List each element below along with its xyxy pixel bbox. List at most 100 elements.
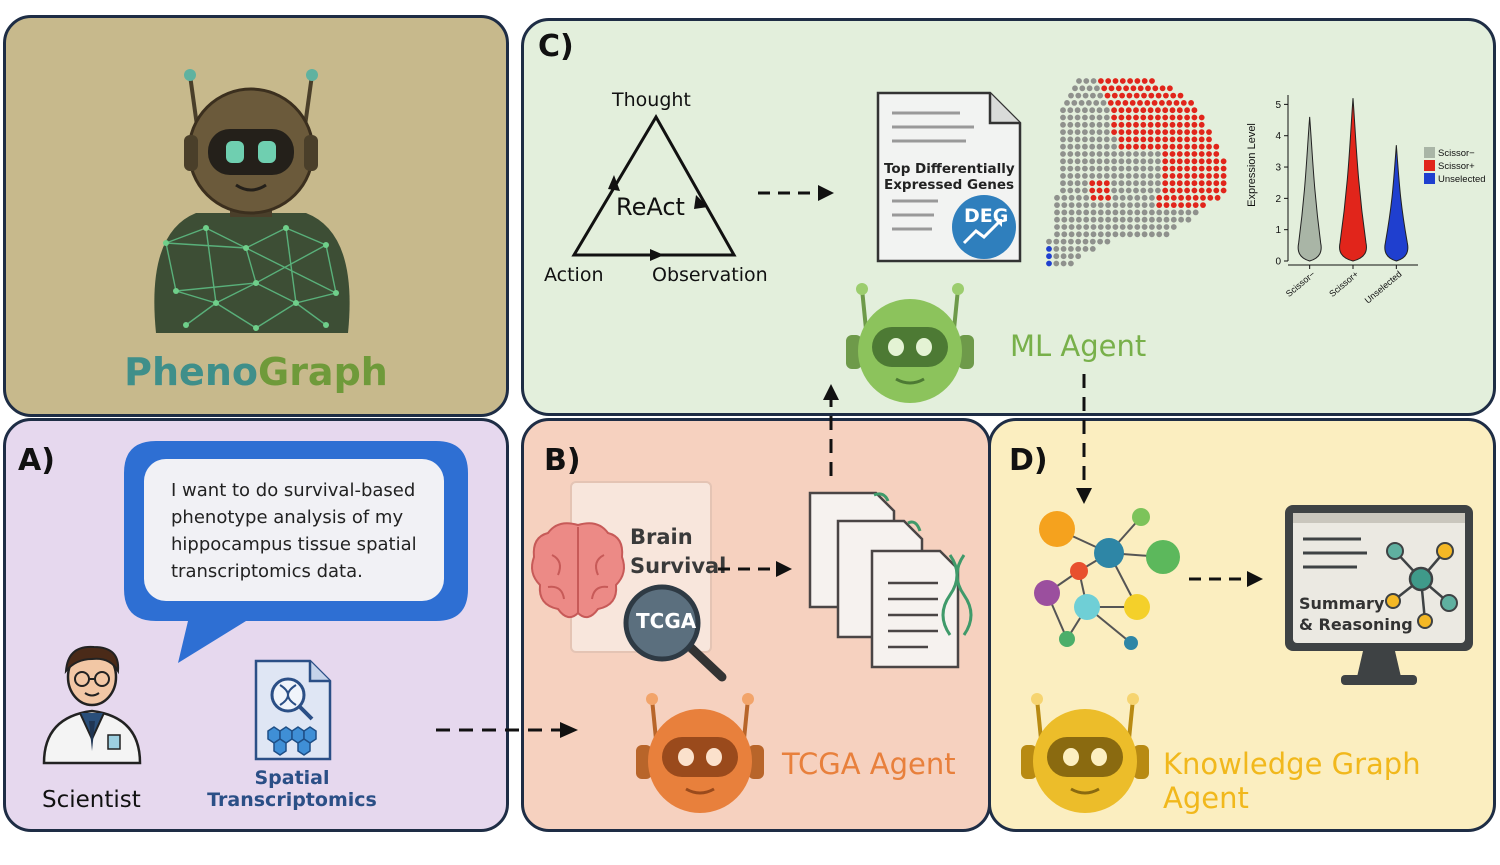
spatial-spot	[1141, 92, 1147, 99]
spatial-spot	[1111, 151, 1117, 157]
scientist-label: Scientist	[42, 787, 141, 813]
violin-x-tick-label: Scissor+	[1327, 269, 1360, 299]
spatial-spot	[1134, 194, 1141, 201]
brain-label: Brain	[630, 525, 693, 549]
spatial-spot	[1103, 114, 1110, 121]
spatial-spot	[1155, 180, 1161, 187]
legend-swatch	[1424, 147, 1435, 158]
spatial-spot	[1125, 165, 1132, 172]
spatial-spot	[1176, 158, 1183, 165]
spatial-spot	[1133, 121, 1139, 128]
spatial-spot	[1068, 260, 1074, 267]
spatial-spot	[1149, 78, 1155, 84]
spatial-spot	[1105, 202, 1111, 208]
spatial-spot	[1198, 180, 1205, 187]
spatial-spot	[1112, 78, 1119, 84]
spatial-spot	[1140, 143, 1147, 150]
spatial-spot	[1082, 92, 1089, 99]
spatial-spot	[1101, 85, 1108, 92]
spatial-spot	[1163, 224, 1170, 230]
spatial-spot	[1075, 246, 1082, 252]
spatial-spot	[1133, 180, 1139, 187]
spatial-spot	[1075, 253, 1082, 260]
spatial-spot	[1185, 194, 1192, 201]
spatial-spot	[1096, 136, 1103, 143]
spatial-spot	[1118, 151, 1125, 157]
spatial-spot	[1103, 121, 1110, 128]
spatial-spot	[1170, 202, 1177, 208]
spatial-spot	[1167, 85, 1173, 92]
spatial-spot	[1111, 187, 1117, 194]
spatial-spot	[1191, 121, 1198, 128]
spatial-spot	[1103, 129, 1110, 135]
spatial-spot	[1176, 114, 1183, 121]
spatial-spot	[1067, 121, 1074, 128]
panel-c-label: C)	[538, 29, 574, 64]
spatial-spot	[1089, 143, 1096, 150]
spatial-spot	[1220, 173, 1227, 179]
spatial-spot	[1134, 209, 1141, 216]
violin-2	[1384, 145, 1409, 262]
spatial-spot	[1112, 209, 1119, 216]
spatial-spot	[1067, 165, 1074, 172]
speech-bubble	[124, 441, 468, 663]
panel-d-label: D)	[1009, 443, 1048, 478]
spatial-spot	[1118, 107, 1125, 114]
spatial-spot	[1191, 107, 1198, 114]
spatial-spot	[1126, 92, 1133, 99]
spatial-spot	[1214, 194, 1221, 201]
spatial-spot	[1097, 202, 1104, 208]
spatial-spot	[1125, 121, 1132, 128]
spatial-spot	[1213, 143, 1220, 150]
spatial-spot	[1155, 165, 1161, 172]
violin-y-tick-label: 1	[1275, 225, 1281, 236]
monitor-icon	[1285, 505, 1473, 685]
spatial-spot	[1134, 224, 1141, 230]
spatial-spot	[1147, 158, 1154, 165]
spatial-spot	[1147, 180, 1154, 187]
spatial-spot	[1127, 216, 1133, 223]
spatial-spot	[1068, 246, 1074, 252]
spatial-spot	[1100, 100, 1107, 106]
action-label: Action	[544, 264, 604, 286]
spatial-spot	[1082, 246, 1089, 252]
arrow-b-to-c	[823, 384, 839, 476]
spatial-spot	[1133, 136, 1139, 143]
spatial-spot	[1213, 165, 1220, 172]
spatial-spot	[1147, 151, 1154, 157]
spatial-spot	[1125, 136, 1132, 143]
spatial-spot	[1192, 202, 1199, 208]
spatial-spot	[1103, 151, 1110, 157]
arrow-graph-to-monitor	[1189, 571, 1263, 587]
spatial-spot	[1046, 246, 1052, 252]
spatial-spot	[1053, 253, 1060, 260]
spatial-spot	[1103, 143, 1110, 150]
spatial-spot	[1119, 224, 1126, 230]
spatial-spot	[1163, 202, 1170, 208]
spatial-spot	[1127, 224, 1133, 230]
spatial-spot	[1096, 173, 1103, 179]
spatial-spot	[1184, 187, 1190, 194]
title-part-pheno: Pheno	[124, 350, 258, 394]
spatial-spot	[1053, 260, 1060, 267]
spatial-spot	[1074, 180, 1081, 187]
spatial-spot	[1184, 136, 1190, 143]
spatial-spot	[1118, 136, 1125, 143]
spatial-spot	[1206, 165, 1212, 172]
panel-a-label: A)	[18, 443, 55, 478]
spatial-spot	[1089, 136, 1096, 143]
spatial-spot	[1134, 78, 1141, 84]
spatial-spot	[1096, 114, 1103, 121]
ml-agent-robot-icon	[846, 283, 974, 403]
spatial-spot	[1067, 180, 1074, 187]
spatial-spot	[1089, 180, 1096, 187]
spatial-spot	[1074, 107, 1081, 114]
spatial-spot	[1060, 180, 1066, 187]
spatial-spot	[1089, 121, 1096, 128]
spatial-spot	[1169, 129, 1176, 135]
spatial-spot	[1119, 194, 1126, 201]
violin-y-tick-label: 5	[1275, 100, 1281, 111]
spatial-spot	[1082, 158, 1088, 165]
spatial-spot	[1169, 136, 1176, 143]
spatial-spot	[1163, 194, 1170, 201]
